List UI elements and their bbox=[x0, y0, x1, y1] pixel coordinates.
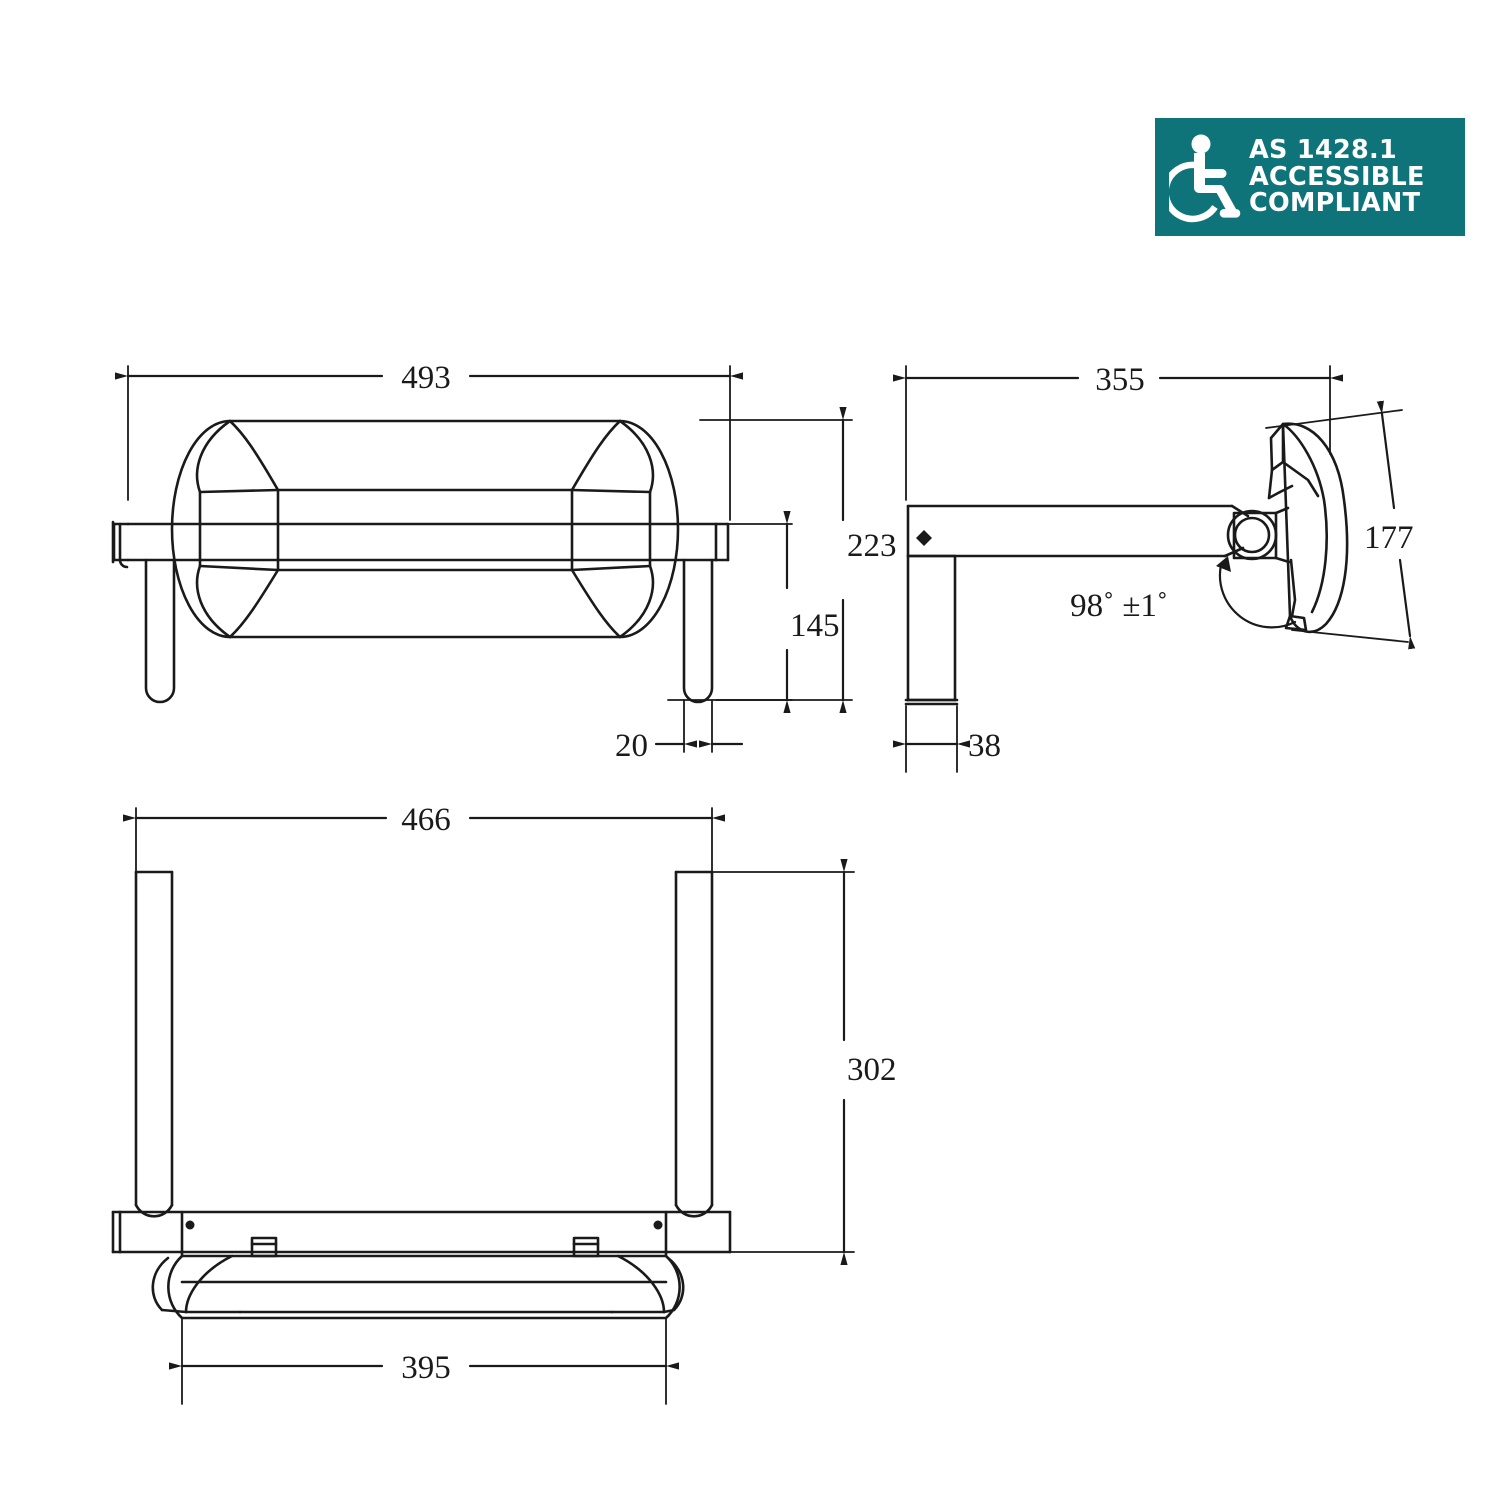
badge-text-lines: AS 1428.1 ACCESSIBLE COMPLIANT bbox=[1249, 137, 1425, 217]
badge-line-accessible: ACCESSIBLE bbox=[1249, 161, 1425, 192]
front-view-dimensions bbox=[115, 365, 853, 753]
side-elevation-view bbox=[904, 422, 1349, 706]
plan-view-dimensions bbox=[123, 807, 855, 1405]
dimension-label-side-pad-height: 177 bbox=[1364, 520, 1414, 556]
badge-line-compliant: COMPLIANT bbox=[1249, 188, 1421, 219]
dimension-label-plan-depth: 302 bbox=[847, 1052, 897, 1088]
dimension-label-front-rail-width: 20 bbox=[615, 728, 648, 764]
dimension-label-plan-pad-width: 395 bbox=[401, 1350, 451, 1386]
dimension-label-side-plate-depth: 38 bbox=[968, 728, 1001, 764]
wheelchair-accessible-icon bbox=[1169, 134, 1241, 223]
badge-line-standard: AS 1428.1 bbox=[1249, 135, 1398, 166]
accessible-compliance-badge: AS 1428.1 ACCESSIBLE COMPLIANT bbox=[1155, 118, 1465, 236]
dimension-label-plan-width: 466 bbox=[401, 802, 451, 838]
dimension-label-side-angle: 98˚ ±1˚ bbox=[1070, 588, 1168, 624]
dimension-label-side-projection: 355 bbox=[1095, 362, 1145, 398]
side-view-dimensions bbox=[893, 365, 1416, 773]
plan-view bbox=[111, 870, 732, 1320]
front-elevation-view bbox=[111, 419, 730, 704]
dimension-label-front-overall-height: 223 bbox=[847, 528, 897, 564]
dimension-labels: 493 223 145 20 355 177 38 98˚ ±1˚ 466 30… bbox=[401, 360, 1413, 1386]
dimension-label-front-pad-height: 145 bbox=[790, 608, 840, 644]
dimension-label-front-width: 493 bbox=[401, 360, 451, 396]
